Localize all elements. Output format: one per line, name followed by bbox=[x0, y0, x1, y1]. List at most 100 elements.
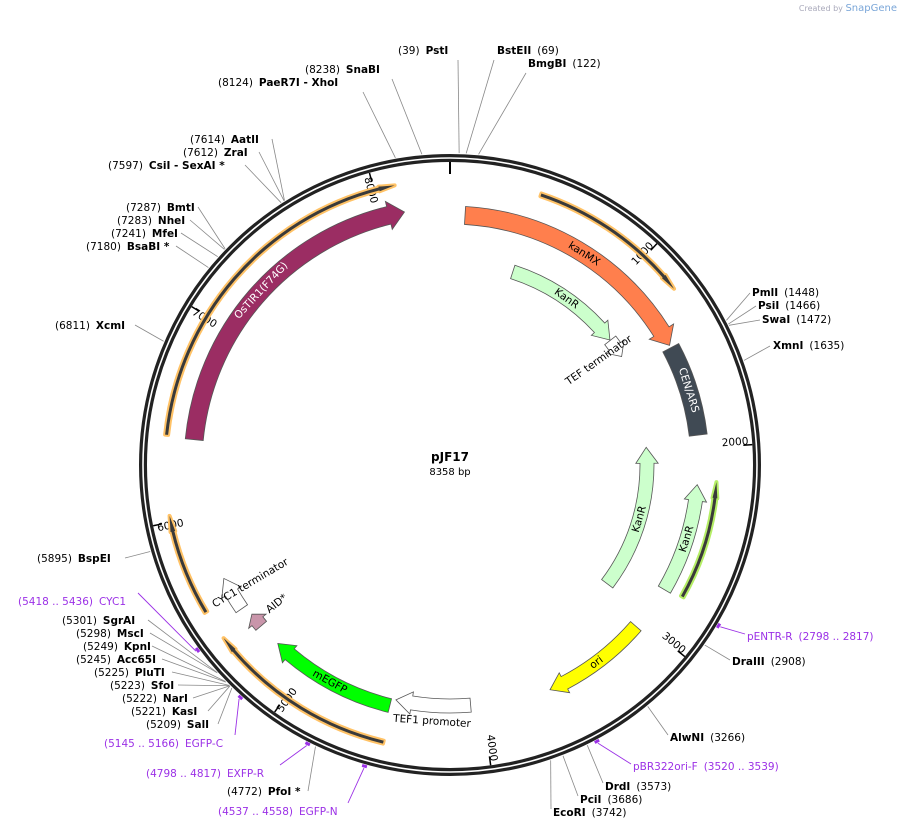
primer-label[interactable]: (5418 .. 5436)CYC1 bbox=[18, 596, 126, 608]
site-label-part: (8124) bbox=[218, 77, 253, 89]
site-label-part: (5298) bbox=[76, 628, 111, 640]
feature-tef-terminator[interactable]: TEF terminator bbox=[563, 333, 635, 389]
site-label[interactable]: AlwNI(3266) bbox=[670, 732, 745, 744]
leader-line bbox=[465, 59, 495, 154]
site-label-part: NarI bbox=[163, 693, 188, 705]
site-label[interactable]: DrdI(3573) bbox=[605, 781, 671, 793]
site-label[interactable]: (7287)BmtI bbox=[126, 202, 195, 214]
site-label-part: BstEII bbox=[497, 45, 531, 57]
site-label-part: AlwNI bbox=[670, 732, 704, 744]
site-label-part: (7180) bbox=[86, 241, 121, 253]
site-label[interactable]: (7283)NheI bbox=[117, 215, 185, 227]
site-label[interactable]: (7597)CsiI - SexAI * bbox=[108, 160, 225, 172]
site-label[interactable]: (5223)SfoI bbox=[110, 680, 174, 692]
site-label[interactable]: BstEII(69) bbox=[497, 45, 559, 57]
site-label[interactable]: EcoRI(3742) bbox=[553, 807, 627, 819]
site-label-part: DrdI bbox=[605, 781, 630, 793]
feature-label: TEF terminator bbox=[563, 333, 635, 389]
leader-line bbox=[704, 644, 731, 661]
feature-kanr[interactable]: KanR bbox=[510, 264, 611, 341]
site-label[interactable]: DraIII (2908) bbox=[732, 656, 806, 668]
plasmid-backbone: 10002000300040005000600070008000 bbox=[139, 154, 761, 776]
primer-label[interactable]: (4798 .. 4817) EXFP-R bbox=[146, 768, 264, 780]
leader-line bbox=[197, 206, 226, 249]
feature-unlabeled[interactable] bbox=[221, 636, 386, 746]
site-label-part: BspEI bbox=[78, 553, 111, 565]
feature-aid-[interactable]: AID* bbox=[248, 592, 290, 631]
primer-label[interactable]: pBR322ori-F(3520 .. 3539) bbox=[633, 761, 779, 773]
site-label[interactable]: (8124)PaeR7I - XhoI bbox=[218, 77, 338, 89]
feature-unlabeled[interactable] bbox=[679, 480, 720, 600]
leader-line bbox=[728, 305, 757, 325]
leader-line bbox=[258, 151, 285, 201]
site-label[interactable]: (7614)AatII bbox=[190, 134, 259, 146]
leader-line bbox=[180, 232, 218, 258]
site-label-part: (7283) bbox=[117, 215, 152, 227]
site-label-part: DraIII bbox=[732, 656, 765, 668]
feature-unlabeled[interactable] bbox=[163, 183, 397, 437]
feature-arrow bbox=[510, 264, 611, 341]
site-label-part: ZraI bbox=[224, 147, 248, 159]
primer-binding-mark bbox=[361, 763, 368, 769]
site-label[interactable]: PsiI(1466) bbox=[758, 300, 820, 312]
site-label[interactable]: PmlI(1448) bbox=[752, 287, 819, 299]
primer-label-part: EGFP-N bbox=[299, 806, 338, 818]
site-label-part: SnaBI bbox=[346, 64, 380, 76]
site-label[interactable]: (5249)KpnI bbox=[83, 641, 151, 653]
site-label-part: MfeI bbox=[152, 228, 178, 240]
primer-label-part: EXFP-R bbox=[227, 768, 264, 780]
primer-leader bbox=[234, 698, 240, 736]
site-label-part: AatII bbox=[231, 134, 259, 146]
site-label-part: XcmI bbox=[96, 320, 125, 332]
leader-line bbox=[726, 292, 751, 321]
site-label[interactable]: XmnI(1635) bbox=[773, 340, 844, 352]
primer-label[interactable]: (5145 .. 5166)EGFP-C bbox=[104, 738, 223, 750]
site-label[interactable]: (5225)PluTI bbox=[94, 667, 165, 679]
primer-leader bbox=[279, 745, 308, 766]
site-label[interactable]: SwaI(1472) bbox=[762, 314, 831, 326]
primer-label-part: (5418 .. 5436) bbox=[18, 596, 93, 608]
feature-cen-ars[interactable]: CEN/ARS bbox=[662, 342, 708, 437]
primer-label[interactable]: (4537 .. 4558)EGFP-N bbox=[218, 806, 338, 818]
site-label[interactable]: (39)PstI bbox=[398, 45, 448, 57]
site-label[interactable]: (6811)XcmI bbox=[55, 320, 125, 332]
site-label-part: (5895) bbox=[37, 553, 72, 565]
site-label[interactable]: (5221)KasI bbox=[131, 706, 197, 718]
backbone-outer bbox=[139, 154, 761, 776]
leader-line bbox=[192, 685, 230, 699]
site-label[interactable]: (5298)MscI bbox=[76, 628, 144, 640]
site-label[interactable]: (8238) SnaBI bbox=[305, 64, 380, 76]
site-label-part: SalI bbox=[187, 719, 209, 731]
feature-kanr[interactable]: KanR bbox=[657, 483, 708, 594]
leader-line bbox=[647, 706, 669, 736]
site-label[interactable]: (7612)ZraI bbox=[183, 147, 248, 159]
site-label[interactable]: (5209) SalI bbox=[146, 719, 209, 731]
site-label[interactable]: (5301)SgrAI bbox=[62, 615, 135, 627]
site-label[interactable]: (4772)PfoI * bbox=[227, 786, 301, 798]
site-label[interactable]: PciI(3686) bbox=[580, 794, 642, 806]
primer-binding-mark bbox=[237, 694, 244, 701]
feature-unlabeled[interactable] bbox=[538, 191, 677, 291]
site-label-part: (8238) bbox=[305, 64, 340, 76]
site-label[interactable]: (5895) BspEI bbox=[37, 553, 111, 565]
site-label-part: XmnI bbox=[773, 340, 803, 352]
site-label[interactable]: (5222)NarI bbox=[122, 693, 188, 705]
site-label[interactable]: BmgBI(122) bbox=[528, 58, 601, 70]
site-label[interactable]: (5245)Acc65I bbox=[76, 654, 156, 666]
site-label-part: (5209) bbox=[146, 719, 181, 731]
primer-binding-mark bbox=[194, 647, 201, 653]
feature-label: AID* bbox=[264, 592, 290, 616]
site-label[interactable]: (7241)MfeI bbox=[111, 228, 178, 240]
site-label-part: (122) bbox=[572, 58, 600, 70]
feature-tef1-promoter[interactable]: TEF1 promoter bbox=[392, 691, 472, 730]
site-label[interactable]: (7180)BsaBI * bbox=[86, 241, 170, 253]
site-label-part: (1472) bbox=[796, 314, 831, 326]
feature-ori[interactable]: ori bbox=[549, 621, 642, 694]
site-label-part: (5249) bbox=[83, 641, 118, 653]
primer-leader bbox=[597, 742, 632, 765]
primer-label-part: (4798 .. 4817) bbox=[146, 768, 221, 780]
feature-unlabeled[interactable] bbox=[167, 513, 210, 615]
primer-label[interactable]: pENTR-R(2798 .. 2817) bbox=[747, 631, 874, 643]
feature-kanr[interactable]: KanR bbox=[601, 446, 659, 589]
site-label-part: (2908) bbox=[771, 656, 806, 668]
